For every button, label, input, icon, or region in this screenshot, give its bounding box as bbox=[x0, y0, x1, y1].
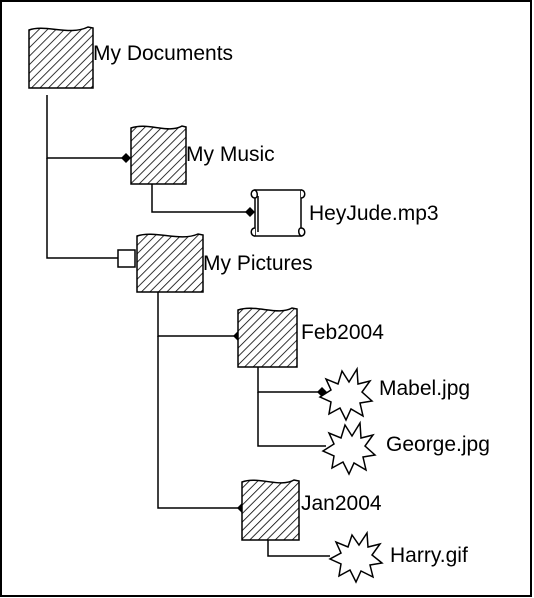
folder-icon-pictures bbox=[136, 233, 204, 293]
image-file-icon-mabel bbox=[318, 366, 374, 422]
folder-icon-feb bbox=[237, 307, 298, 368]
folder-label-my-pictures: My Pictures bbox=[203, 252, 313, 275]
file-label-harry: Harry.gif bbox=[390, 544, 468, 567]
connector-jan-to-harry bbox=[267, 536, 330, 557]
folder-label-my-music: My Music bbox=[186, 143, 275, 166]
connector-music-to-heyjude bbox=[151, 180, 250, 213]
folder-label-jan2004: Jan2004 bbox=[301, 492, 382, 515]
folder-label-my-documents: My Documents bbox=[93, 42, 234, 65]
connector-feb-to-mabel bbox=[257, 366, 322, 393]
file-label-heyjude: HeyJude.mp3 bbox=[309, 202, 439, 225]
image-file-icon-george bbox=[321, 420, 377, 476]
file-label-george: George.jpg bbox=[386, 433, 490, 456]
connector-pictures-to-jan bbox=[157, 336, 242, 509]
diamond-marker-heyjude bbox=[245, 207, 255, 217]
connector-pictures-to-feb bbox=[157, 290, 238, 337]
folder-icon-jan bbox=[241, 479, 300, 541]
tree-connectors bbox=[46, 95, 330, 557]
folder-label-feb2004: Feb2004 bbox=[301, 321, 384, 344]
folder-icon-music bbox=[130, 125, 187, 185]
connector-root-to-pictures bbox=[46, 158, 118, 259]
square-marker-pictures bbox=[117, 249, 136, 268]
file-label-mabel: Mabel.jpg bbox=[379, 377, 471, 400]
connector-feb-to-george bbox=[257, 392, 326, 447]
folder-icon-root bbox=[28, 26, 94, 89]
diamond-marker-music bbox=[121, 153, 131, 163]
audio-file-icon-heyjude bbox=[250, 189, 306, 237]
connector-root-to-music bbox=[46, 95, 126, 159]
image-file-icon-harry bbox=[328, 530, 384, 584]
